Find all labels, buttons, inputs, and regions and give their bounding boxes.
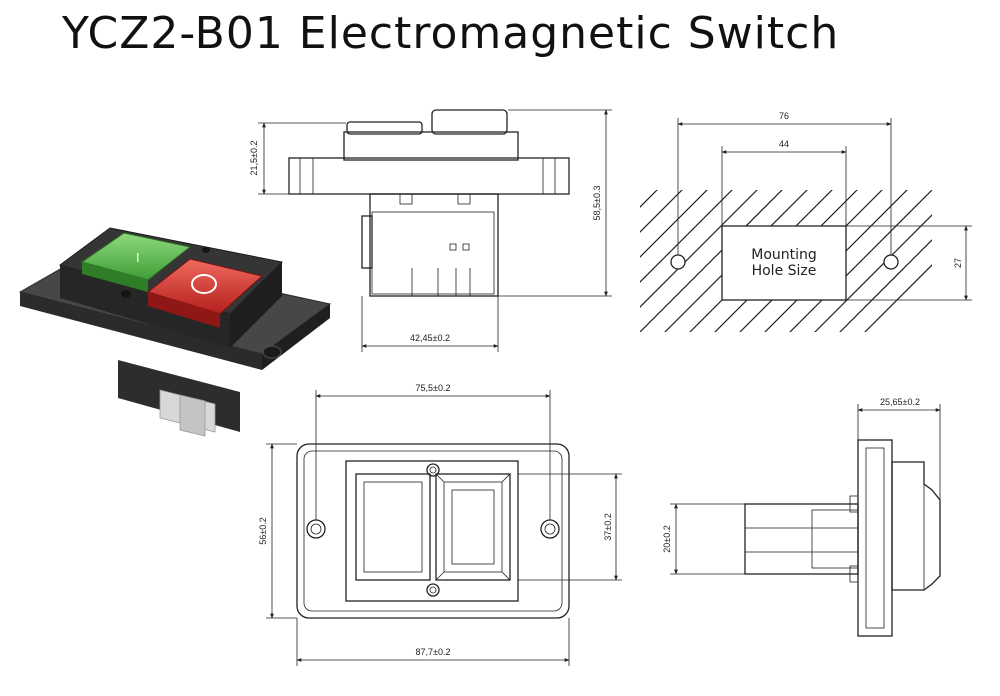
front-height-label: 56±0.2 <box>258 517 268 544</box>
side-body-width-label: 42,45±0.2 <box>410 333 450 343</box>
mounting-hole-drawing: Mounting Hole Size 76 44 27 <box>640 111 972 332</box>
front-outer-width-label: 87,7±0.2 <box>416 647 451 657</box>
front-inner-width-label: 75,5±0.2 <box>416 383 451 393</box>
on-symbol: I <box>136 251 140 265</box>
side-height-label: 21,5±0.2 <box>249 141 259 176</box>
off-button-image <box>146 258 264 328</box>
front-button-height-label: 37±0.2 <box>603 513 613 540</box>
hole-height-label: 27 <box>953 258 963 268</box>
side-total-height-label: 58,5±0.3 <box>592 186 602 221</box>
hole-label-line1: Mounting <box>751 247 817 263</box>
outer-width-label: 76 <box>779 111 789 121</box>
screw-hole-left <box>670 254 686 270</box>
screw-hole-right <box>883 254 899 270</box>
inner-width-label: 44 <box>779 139 789 149</box>
hole-label-line2: Hole Size <box>752 263 817 279</box>
profile-depth-label: 25,65±0.2 <box>880 397 920 407</box>
profile-terminal-height-label: 20±0.2 <box>662 525 672 552</box>
page-title: YCZ2-B01 Electromagnetic Switch <box>62 8 840 59</box>
product-photo: I <box>18 227 332 437</box>
front-view-drawing: 75,5±0.2 87,7±0.2 56±0.2 37±0.2 <box>258 383 622 666</box>
hole-cutout <box>721 225 847 301</box>
profile-view-drawing: 25,65±0.2 20±0.2 <box>662 397 941 637</box>
on-button-image: I <box>80 232 192 292</box>
side-view-drawing: 21,5±0.2 58,5±0.3 42,45±0.2 <box>249 109 612 352</box>
